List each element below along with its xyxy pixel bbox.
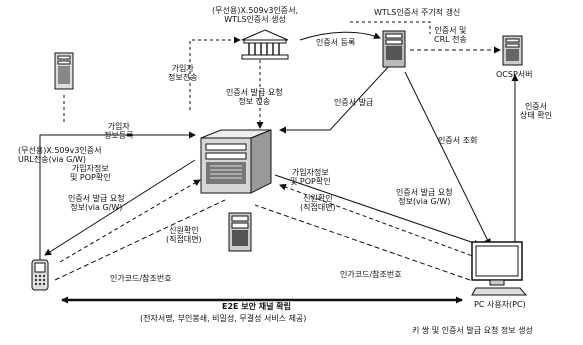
label-e2e-services: (전자서명, 부인봉쇄, 비밀성, 무결성 서비스 제공) — [140, 314, 306, 323]
label-pop-center: 가입자정보 및 POP확인 — [290, 168, 331, 186]
label-e2e-channel: E2E 보안 채널 확립 — [222, 302, 291, 311]
ra-workstation-icon — [228, 212, 254, 254]
label-cert-lookup: 인증서 조회 — [438, 136, 477, 145]
label-ocsp-server: OCSP서버 — [496, 70, 533, 79]
label-auth-code-left: 인가코드/참조번호 — [110, 274, 172, 283]
directory-building-icon — [240, 28, 290, 60]
label-subscriber-info-transfer: 가입자 정보전송 — [168, 64, 197, 82]
ocsp-server-icon — [502, 35, 524, 67]
gateway-server-icon — [54, 52, 76, 92]
label-wtls-cert-issue-wireless: (무선용)X.509v3인증서, WTLS인증서 생성 — [212, 6, 298, 24]
label-request-info-left: 인증서 발급 요청 정보(via G/W) — [68, 194, 125, 212]
label-auth-code-right: 인가코드/참조번호 — [340, 270, 402, 279]
ra-server-icon — [196, 128, 276, 198]
label-wtls-periodic-update: WTLS인증서 주기적 갱신 — [374, 8, 460, 17]
pc-monitor-icon — [470, 240, 530, 298]
label-identity-check-center: 신원확인 (직접대면) — [300, 194, 336, 212]
label-request-info-right: 인증서 발급 요청 정보(via G/W) — [396, 188, 453, 206]
label-cert-issue: 인증서 발급 — [334, 98, 373, 107]
mobile-device-icon — [30, 258, 50, 292]
arrow-request-info-left — [60, 180, 200, 262]
label-identity-check-ra: 신원확인 (직접대면) — [166, 226, 202, 244]
label-key-pair-generation: 키 쌍 및 인증서 발급 요청 정보 생성 — [412, 326, 533, 335]
label-cert-crl-transfer: 인증서 및 CRL 전송 — [434, 26, 467, 44]
wtls-server-icon — [382, 30, 408, 70]
label-pc-caption: PC 사용자(PC) — [474, 300, 526, 309]
arrow-auth-code-right — [255, 205, 470, 280]
label-cert-status-check: 인증서 상태 확인 — [520, 102, 552, 120]
label-pop-left: 가입자정보 및 POP확인 — [70, 164, 111, 182]
label-cert-registration: 인증서 등록 — [316, 38, 355, 47]
label-request-info-transfer: 인증서 발급 요청 정보 전송 — [226, 88, 283, 106]
label-x509-url-transfer: (무선용)X.509v3인증서 URL전송(via G/W) — [18, 146, 102, 164]
arrow-cert-lookup — [405, 72, 490, 245]
label-subscriber-info-registration: 가입자 정보등록 — [104, 122, 133, 140]
